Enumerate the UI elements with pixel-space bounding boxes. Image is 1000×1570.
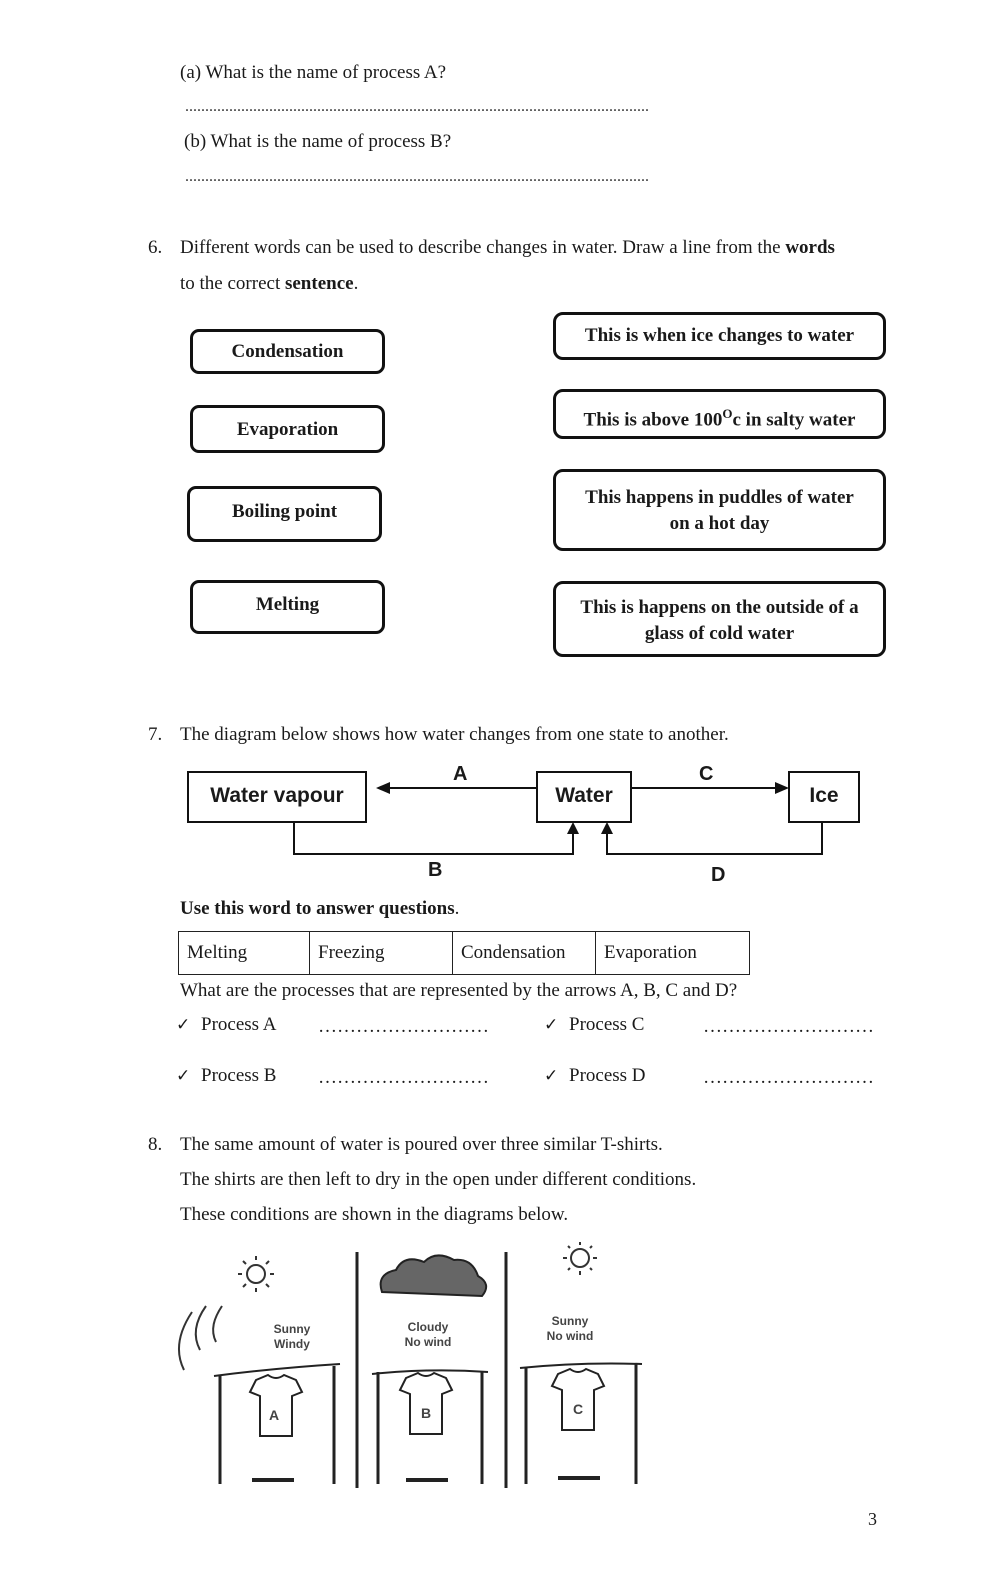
process-b-row: ✓ Process B: [176, 1065, 277, 1086]
tshirt-b-icon: [398, 1371, 454, 1435]
check-mark-icon: ✓: [544, 1066, 559, 1086]
box-water-vapour: Water vapour: [187, 771, 367, 823]
tshirt-a-icon: [248, 1373, 304, 1437]
shirt-c-label: C: [572, 1401, 584, 1417]
q8-number: 8.: [148, 1134, 163, 1155]
q6-text-line1: Different words can be used to describe …: [180, 237, 835, 258]
process-a-answer[interactable]: ………………………: [318, 1016, 489, 1037]
label-d: D: [711, 864, 726, 886]
q8-line1: The same amount of water is poured over …: [180, 1134, 663, 1155]
process-a-row: ✓ Process A: [176, 1014, 277, 1035]
q5-answer-line-b[interactable]: ........................................…: [185, 168, 649, 185]
word-bank-melting: Melting: [178, 931, 310, 975]
page-number: 3: [868, 1509, 877, 1529]
word-bank-evaporation: Evaporation: [595, 931, 750, 975]
arrow-d-head: [601, 822, 613, 834]
word-bank-freezing: Freezing: [309, 931, 453, 975]
sun-icon: [238, 1256, 274, 1292]
label-a: A: [453, 763, 468, 785]
box-ice: Ice: [788, 771, 860, 823]
process-b-answer[interactable]: ………………………: [318, 1067, 489, 1088]
arrow-a-head: [376, 782, 390, 794]
tshirt-c-icon: [550, 1367, 606, 1431]
process-c-answer[interactable]: ………………………: [703, 1016, 874, 1037]
word-bank-condensation: Condensation: [452, 931, 596, 975]
box-water: Water: [536, 771, 632, 823]
state-change-arrows: [293, 782, 823, 855]
q7-question: What are the processes that are represen…: [180, 980, 738, 1001]
process-d-answer[interactable]: ………………………: [703, 1067, 874, 1088]
q6-text-line2: to the correct sentence.: [180, 273, 359, 294]
sun-icon: [563, 1242, 597, 1275]
wind-icon: [177, 1305, 223, 1371]
word-box-condensation[interactable]: Condensation: [190, 329, 385, 374]
q7-text: The diagram below shows how water change…: [180, 724, 729, 745]
arrow-d-line: [606, 822, 823, 855]
sentence-box-2[interactable]: This is above 100Oc in salty water: [553, 389, 886, 439]
q5-part-a: (a) What is the name of process A?: [180, 62, 447, 83]
process-d-row: ✓ Process D: [544, 1065, 646, 1086]
label-c: C: [699, 763, 714, 785]
check-mark-icon: ✓: [176, 1066, 191, 1086]
process-c-row: ✓ Process C: [544, 1014, 645, 1035]
check-mark-icon: ✓: [544, 1015, 559, 1035]
q5-part-b: (b) What is the name of process B?: [184, 131, 452, 152]
q5-answer-line-a[interactable]: ........................................…: [185, 98, 649, 115]
sentence-box-1[interactable]: This is when ice changes to water: [553, 312, 886, 360]
tshirt-drying-illustration: [177, 1242, 643, 1488]
q7-instruction: Use this word to answer questions.: [180, 898, 460, 919]
q7-number: 7.: [148, 724, 163, 745]
q8-line3: These conditions are shown in the diagra…: [180, 1204, 569, 1225]
arrow-b-line: [293, 822, 574, 855]
arrow-c-head: [775, 782, 789, 794]
shirt-a-label: A: [268, 1407, 280, 1423]
word-box-melting[interactable]: Melting: [190, 580, 385, 634]
check-mark-icon: ✓: [176, 1015, 191, 1035]
word-box-boiling-point[interactable]: Boiling point: [187, 486, 382, 542]
word-box-evaporation[interactable]: Evaporation: [190, 405, 385, 453]
cloud-icon: [379, 1254, 488, 1298]
word-bank-table: Melting Freezing Condensation Evaporatio…: [178, 931, 750, 975]
arrow-b-head: [567, 822, 579, 834]
q8-line2: The shirts are then left to dry in the o…: [180, 1169, 697, 1190]
shirt-b-label: B: [420, 1405, 432, 1421]
label-b: B: [428, 859, 443, 881]
q6-number: 6.: [148, 237, 163, 258]
